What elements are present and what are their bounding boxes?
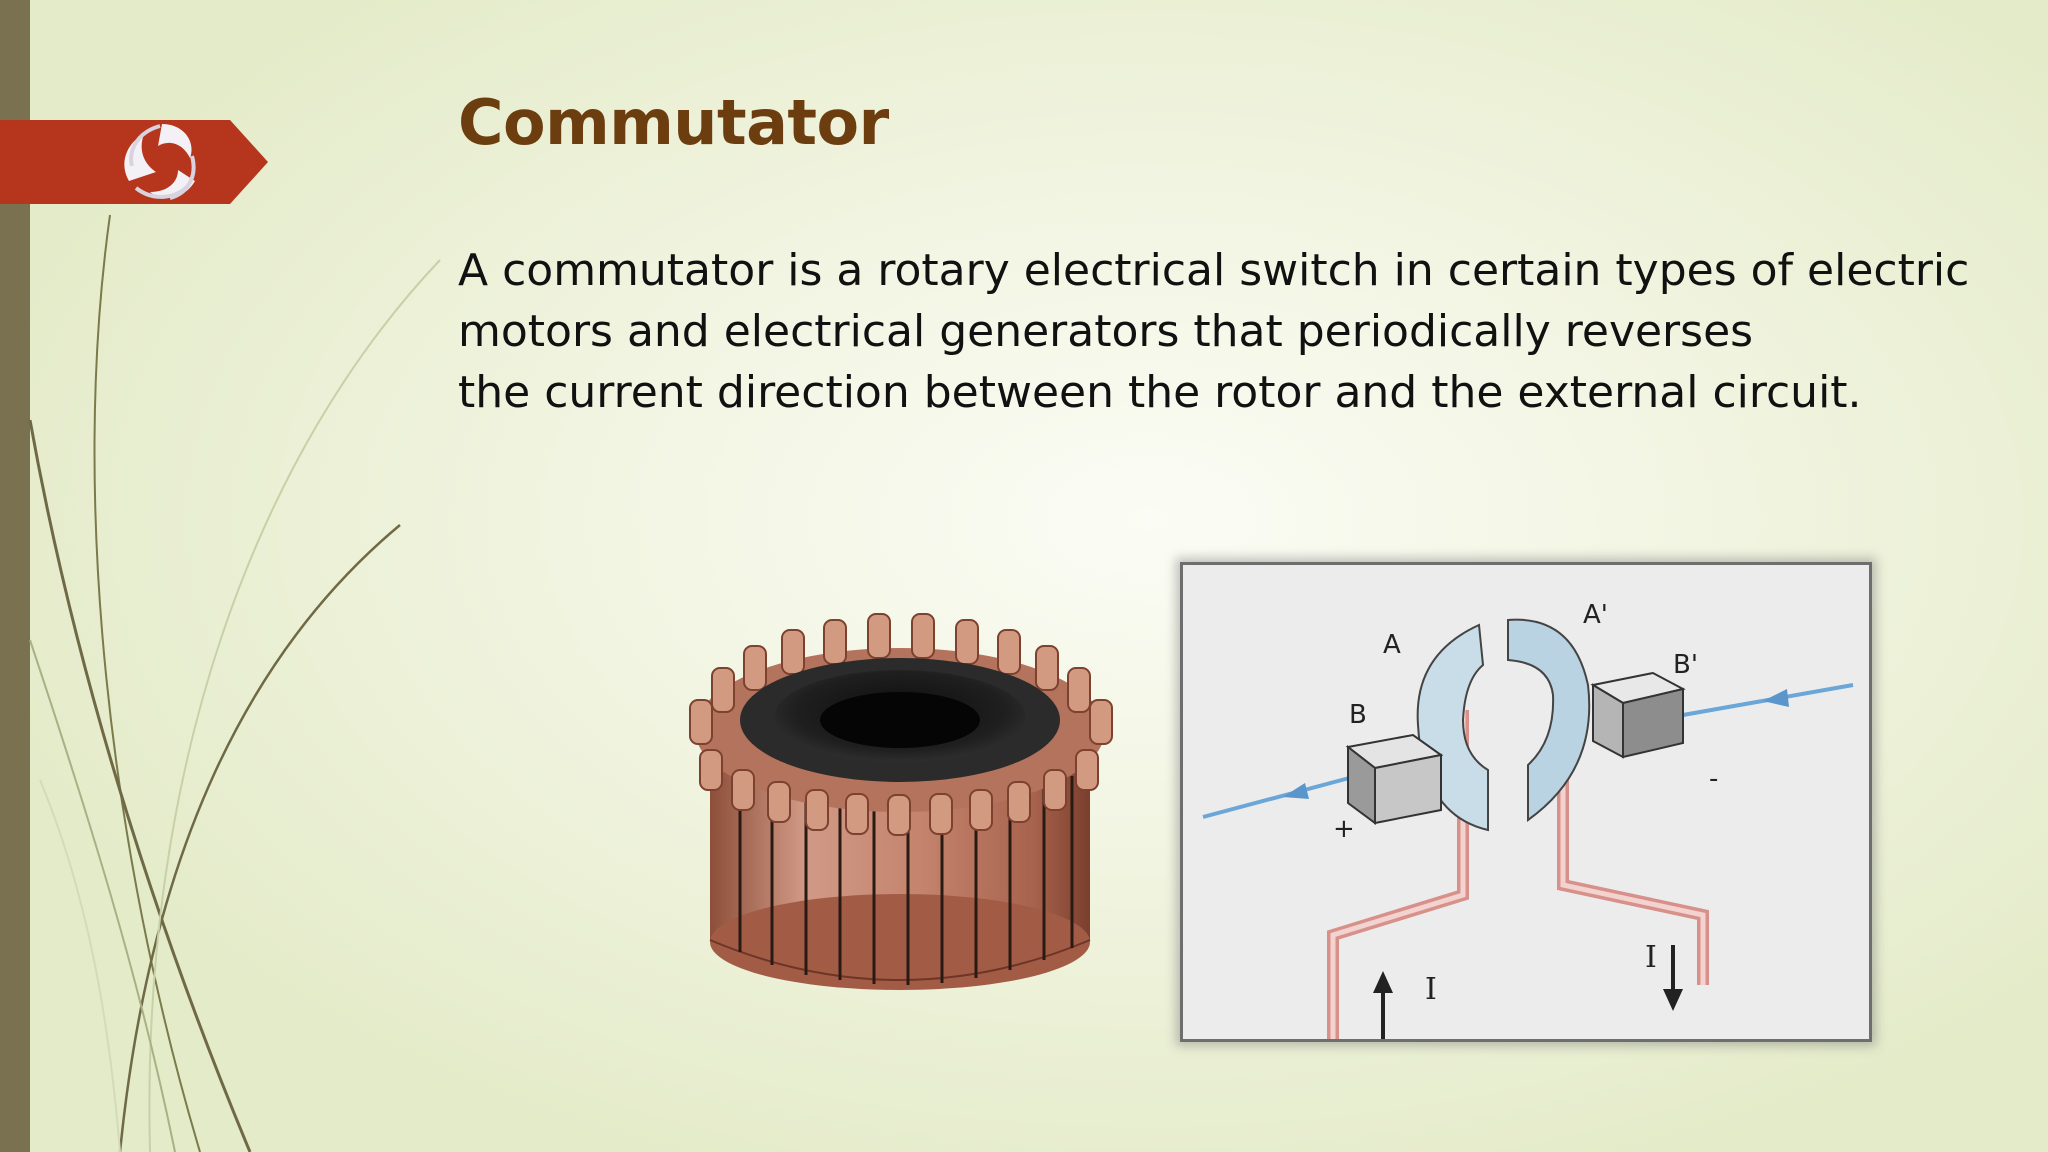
arrow-left-icon <box>1283 783 1309 799</box>
current-up-arrow-icon <box>1373 971 1393 993</box>
title-banner <box>0 120 268 204</box>
label-minus: - <box>1709 764 1718 794</box>
body-line: the current direction between the rotor … <box>458 367 1862 418</box>
slide-title: Commutator <box>458 86 889 159</box>
spiral-logo-icon <box>120 120 204 204</box>
label-a: A <box>1383 630 1401 660</box>
body-line: A commutator is a rotary electrical swit… <box>458 245 1970 296</box>
label-plus: + <box>1333 814 1355 844</box>
label-current-left: I <box>1425 972 1437 1007</box>
commutator-diagram: A A' B B' + - I I <box>1180 562 1872 1042</box>
commutator-photo <box>689 613 1113 990</box>
label-current-right: I <box>1645 940 1657 975</box>
brush-b-prime <box>1590 671 1686 759</box>
decorative-swoosh-lines <box>28 214 441 1152</box>
label-b: B <box>1349 700 1367 730</box>
label-a-prime: A' <box>1583 600 1608 630</box>
arrow-right-icon <box>1763 689 1789 707</box>
label-b-prime: B' <box>1673 650 1698 680</box>
brush-b <box>1345 733 1444 825</box>
current-down-arrow-icon <box>1663 989 1683 1011</box>
slide-body-text: A commutator is a rotary electrical swit… <box>458 240 2018 423</box>
body-line: motors and electrical generators that pe… <box>458 306 1754 357</box>
